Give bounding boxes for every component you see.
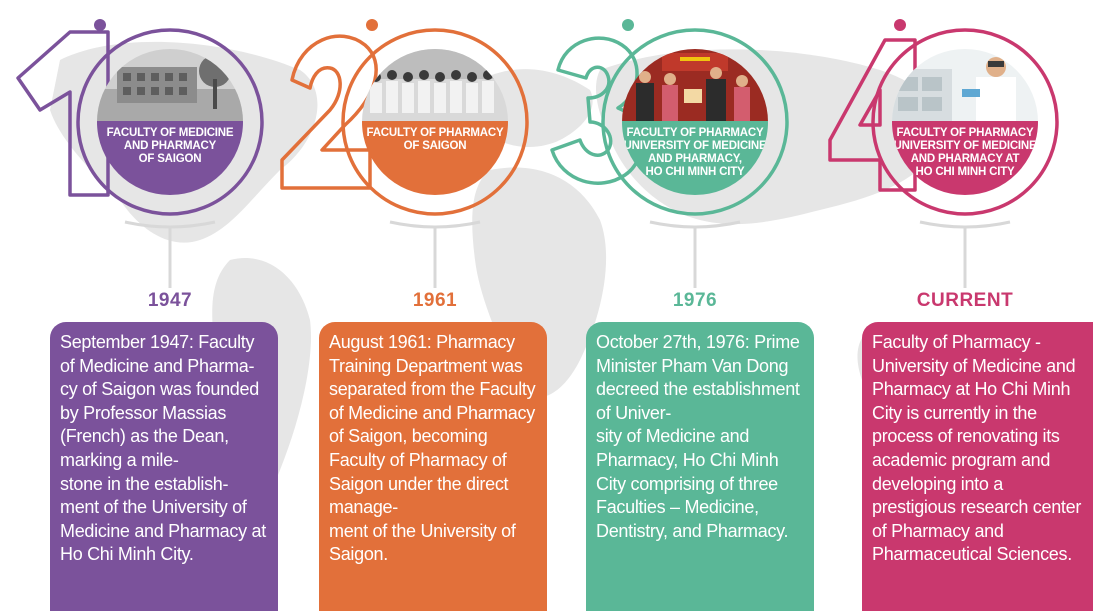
circle-label: FACULTY OF PHARMACY OF SAIGON — [366, 127, 504, 152]
description-card-4: Faculty of Pharmacy - University of Medi… — [862, 322, 1093, 611]
year-label-3: 1976 — [672, 290, 718, 311]
description-card-2: August 1961: Pharmacy Training Departmen… — [319, 322, 547, 611]
milestone-4-circle: FACULTY OF PHARMACY UNIVERSITY OF MEDICI… — [892, 49, 1038, 195]
building-photo-1947 — [97, 49, 243, 121]
year-label-4: CURRENT — [916, 290, 1014, 311]
description-card-3: October 27th, 1976: Prime Minister Pham … — [586, 322, 814, 611]
circle-label: FACULTY OF MEDICINE AND PHARMACY OF SAIG… — [106, 127, 234, 165]
circle-label: FACULTY OF PHARMACY UNIVERSITY OF MEDICI… — [623, 127, 767, 178]
lab-photo-current — [892, 49, 1038, 121]
circle-label: FACULTY OF PHARMACY UNIVERSITY OF MEDICI… — [893, 127, 1037, 178]
milestone-2-circle: FACULTY OF PHARMACY OF SAIGON — [362, 49, 508, 195]
ceremony-photo-1976 — [622, 49, 768, 121]
milestone-3-circle: FACULTY OF PHARMACY UNIVERSITY OF MEDICI… — [622, 49, 768, 195]
year-label-2: 1961 — [412, 290, 458, 311]
year-label-1: 1947 — [147, 290, 193, 311]
group-photo-1961 — [362, 49, 508, 121]
milestone-1-circle: FACULTY OF MEDICINE AND PHARMACY OF SAIG… — [97, 49, 243, 195]
description-card-1: September 1947: Faculty of Medicine and … — [50, 322, 278, 611]
